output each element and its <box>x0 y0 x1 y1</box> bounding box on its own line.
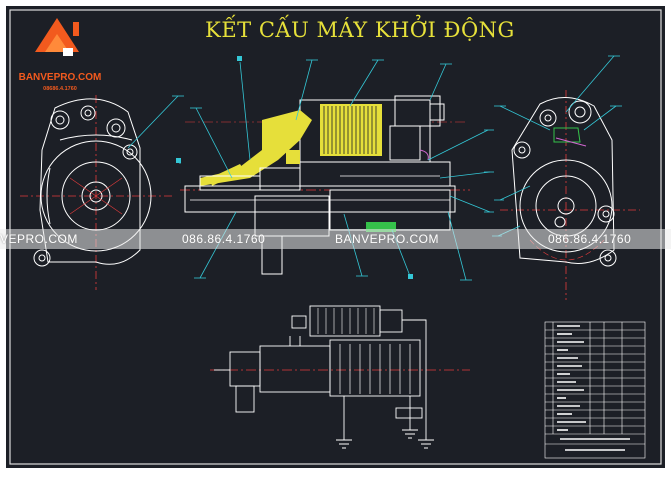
watermark-center-text: BANVEPRO.COM <box>335 232 440 246</box>
circuit-diagram <box>210 305 470 449</box>
watermark-band <box>0 229 671 249</box>
logo-phone: 08686.4.1760 <box>43 86 77 92</box>
watermark-left-text: VEPRO.COM <box>0 232 78 246</box>
watermark-phone-1: 086.86.4.1760 <box>182 232 266 246</box>
house-logo-icon <box>35 18 79 56</box>
logo-name: BANVEPRO.COM <box>18 72 102 83</box>
callout-ticks <box>172 55 622 281</box>
drawing-title: KẾT CẤU MÁY KHỞI ĐỘNG <box>205 18 515 42</box>
left-end-view <box>20 95 175 290</box>
title-block <box>544 321 646 459</box>
callout-markers <box>176 56 413 279</box>
watermark-phone-2: 086.86.4.1760 <box>548 232 632 246</box>
right-end-view <box>500 90 640 300</box>
center-section-view <box>180 95 470 275</box>
banvepro-logo: BANVEPRO.COM 08686.4.1760 <box>10 12 101 96</box>
